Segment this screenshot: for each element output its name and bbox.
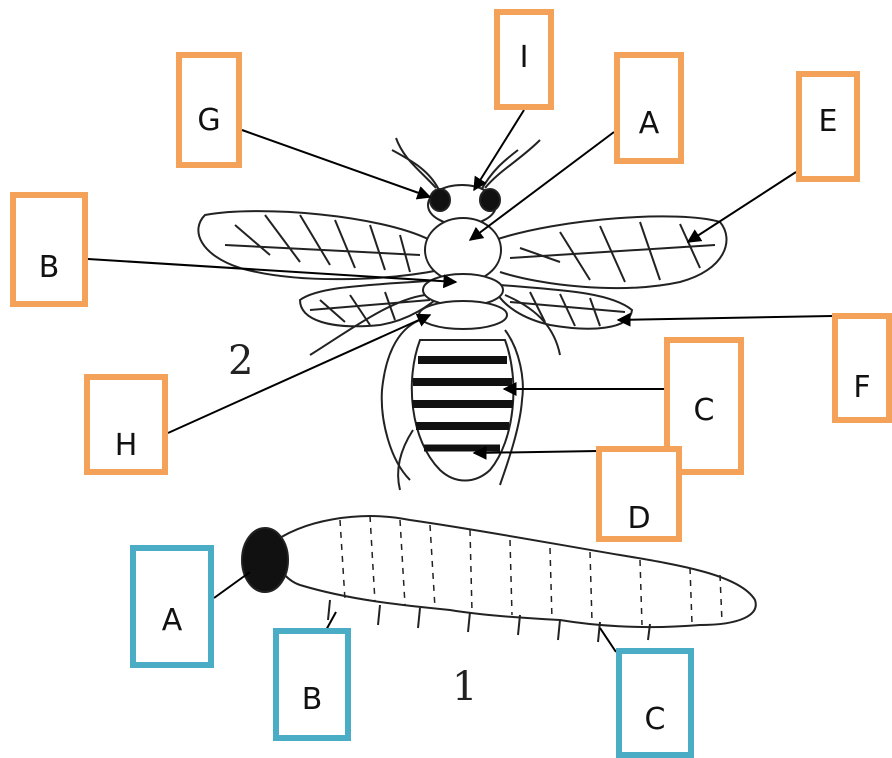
label-box-a-larva: A [130,545,214,668]
label-f: F [853,373,870,403]
pointer-line-g [242,130,430,197]
label-a-larva: A [162,606,183,636]
label-box-e: E [796,71,860,182]
figure-number-larva: 1 [452,664,477,710]
figure-number-adult: 2 [228,338,253,384]
label-box-d: D [596,446,682,542]
label-c-larva: C [645,705,666,735]
label-box-b-larva: B [273,628,351,741]
pointer-line-f [618,316,832,320]
larva-pointer-line-a [214,572,250,598]
label-g: G [197,106,220,136]
label-b-larva: B [302,685,323,715]
label-box-a-adult: A [614,52,684,164]
pointer-line-h [168,315,430,433]
label-a-adult: A [639,109,660,139]
label-b-adult: B [39,253,60,283]
label-box-g: G [176,52,242,168]
label-i: I [520,43,529,73]
label-box-i: I [494,9,554,110]
label-e: E [819,107,838,137]
label-c-adult: C [694,396,715,426]
label-box-h: H [84,374,168,475]
label-box-b-adult: B [10,192,88,307]
larva-pointer-line-c [600,628,616,652]
label-h: H [115,431,138,461]
label-box-f: F [832,313,892,423]
adult-insect-drawing [198,138,726,490]
pointer-line-e [688,172,796,242]
label-box-c-larva: C [616,648,694,758]
label-d: D [627,504,650,534]
